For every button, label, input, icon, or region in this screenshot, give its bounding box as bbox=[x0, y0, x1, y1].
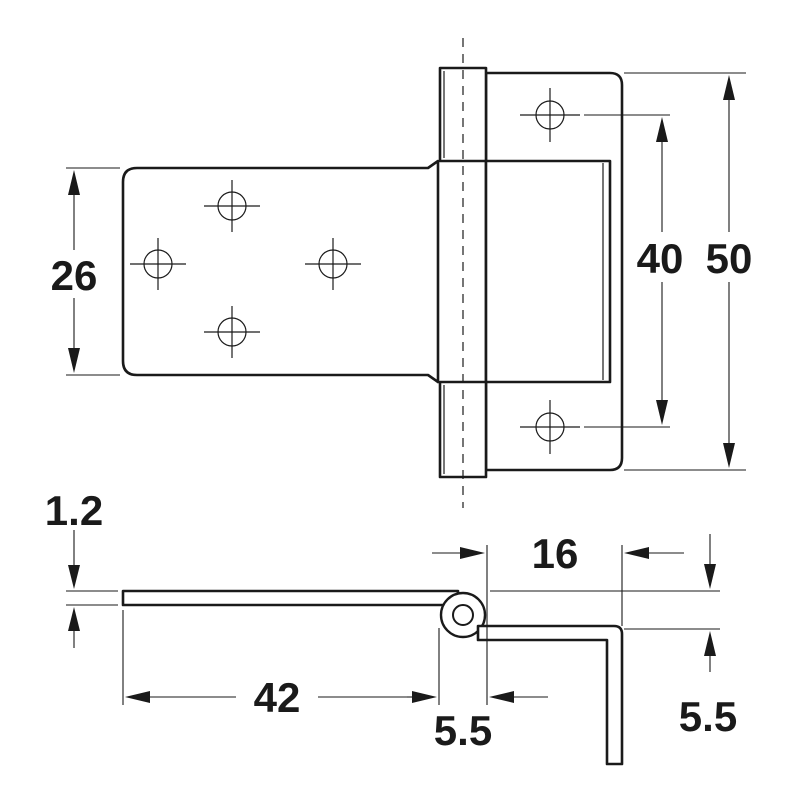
screw-hole bbox=[305, 238, 361, 290]
side-pin bbox=[452, 604, 474, 626]
hinge-leaf-plate bbox=[121, 159, 440, 384]
side-flange bbox=[476, 624, 624, 766]
dimension-5-5-right: 5.5 bbox=[490, 534, 737, 740]
flange-recess bbox=[484, 159, 612, 384]
knuckle-top bbox=[438, 66, 488, 163]
dimension-16: 16 bbox=[432, 530, 684, 705]
dimension-50: 50 bbox=[624, 72, 753, 471]
dimension-40: 40 bbox=[584, 114, 684, 428]
dimension-16-label: 16 bbox=[532, 530, 579, 577]
dimension-42: 42 bbox=[122, 610, 440, 721]
dimension-5-5-left: 5.5 bbox=[407, 691, 548, 754]
dimension-1-2: 1.2 bbox=[45, 487, 118, 648]
dimension-42-label: 42 bbox=[254, 674, 301, 721]
hinge-top-view: 26 40 50 bbox=[51, 38, 753, 508]
screw-hole bbox=[204, 180, 260, 232]
dimension-50-label: 50 bbox=[706, 235, 753, 282]
dimension-5-5-left-label: 5.5 bbox=[434, 707, 492, 754]
hinge-side-view: 1.2 16 42 5.5 bbox=[45, 487, 737, 766]
dimension-26-label: 26 bbox=[51, 252, 98, 299]
side-leaf bbox=[121, 589, 460, 607]
screw-hole bbox=[520, 400, 580, 454]
dimension-5-5-right-label: 5.5 bbox=[679, 693, 737, 740]
dimension-40-label: 40 bbox=[637, 235, 684, 282]
screw-hole bbox=[520, 88, 580, 142]
dimension-26: 26 bbox=[51, 167, 120, 376]
screw-hole bbox=[130, 238, 186, 290]
dimension-1-2-label: 1.2 bbox=[45, 487, 103, 534]
screw-hole bbox=[204, 306, 260, 358]
